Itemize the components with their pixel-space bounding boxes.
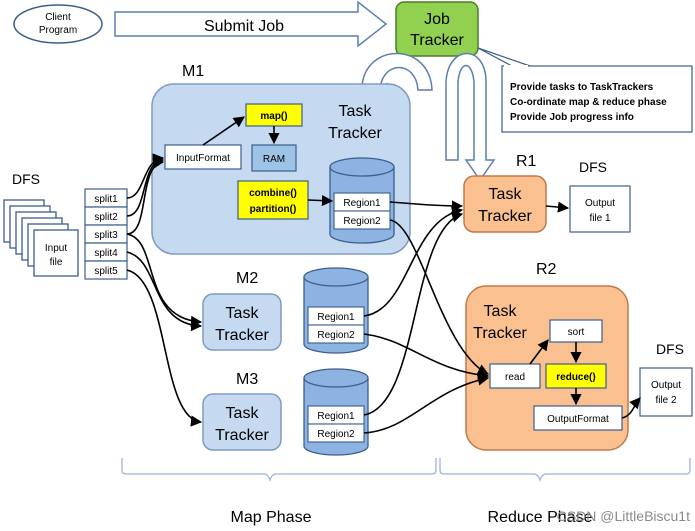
reduce-phase-label: Reduce Phase: [488, 509, 593, 526]
r2-tracker-label: Tracker: [473, 325, 527, 342]
input-format-box: [164, 144, 242, 170]
m2-task-label: Task: [226, 305, 260, 322]
job-tracker-callout: [501, 65, 693, 133]
watermark: CSDN @LittleBiscu1t: [557, 508, 690, 524]
r1-task-label: Task: [489, 186, 523, 203]
output-file-1: [569, 185, 631, 233]
m2-task-tracker-node: [202, 293, 282, 351]
callout-pointer: [477, 47, 531, 67]
m1-disk: [329, 157, 395, 244]
m3-region-label: Region2: [317, 429, 355, 440]
m2-tracker-label: Tracker: [215, 327, 269, 344]
callout-line-3: Provide Job progress info: [510, 112, 634, 123]
dfs-output2-label: DFS: [656, 341, 684, 357]
callout-line-2: Co-ordinate map & reduce phase: [510, 97, 667, 108]
r2-title: R2: [536, 261, 557, 278]
m3-region-label: Region1: [317, 411, 355, 422]
r1-tracker-label: Tracker: [478, 208, 532, 225]
r1-heartbeat-arrow: [445, 52, 496, 182]
m2-disk: [303, 267, 369, 354]
map-function-label: map(): [260, 111, 287, 122]
split-label: split2: [94, 212, 118, 223]
m1-tracker-label: Tracker: [328, 125, 382, 142]
m3-task-tracker-node: [202, 393, 282, 451]
m2-title: M2: [236, 270, 258, 287]
output-file-1-label-2: file 1: [589, 213, 611, 224]
combine-label: combine(): [249, 188, 297, 199]
r1-title: R1: [516, 153, 537, 170]
input-file-label-2: file: [50, 257, 63, 268]
m3-disk: [303, 368, 369, 456]
split-list: split1 split2 split3 split4 split5: [84, 188, 128, 280]
m1-task-label: Task: [339, 103, 373, 120]
combine-partition-box: [237, 180, 309, 220]
submit-job-arrow: [114, 0, 388, 48]
m3-task-label: Task: [226, 405, 260, 422]
input-file-label-1: Input: [45, 243, 67, 254]
r2-task-label: Task: [484, 303, 518, 320]
reduce-function-label: reduce(): [556, 372, 595, 383]
reduce-phase-brace: [439, 458, 691, 483]
client-program-label-1: Client: [45, 12, 71, 23]
dfs-input-label: DFS: [12, 171, 40, 187]
job-tracker-label-1: Job: [424, 11, 450, 28]
split-label: split1: [94, 194, 118, 205]
callout-line-1: Provide tasks to TaskTrackers: [510, 82, 654, 93]
m1-title: M1: [182, 63, 204, 80]
r1-task-tracker-node: [463, 175, 547, 233]
output-file-2: [639, 367, 693, 417]
partition-label: partition(): [250, 204, 297, 215]
job-tracker-node: [395, 1, 479, 57]
input-format-label: InputFormat: [176, 153, 230, 164]
output-file-2-label-2: file 2: [655, 395, 677, 406]
output-file-1-label-1: Output: [585, 198, 615, 209]
map-phase-brace: [121, 458, 437, 483]
split-label: split3: [94, 230, 118, 241]
m2-region-label: Region1: [317, 312, 355, 323]
m3-title: M3: [236, 371, 258, 388]
read-label: read: [505, 372, 525, 383]
sort-label: sort: [568, 327, 585, 338]
m1-region-label: Region1: [343, 198, 381, 209]
m3-tracker-label: Tracker: [215, 427, 269, 444]
split-label: split4: [94, 248, 118, 259]
client-program-label-2: Program: [39, 25, 77, 36]
split-label: split5: [94, 266, 118, 277]
ram-box: [251, 144, 297, 172]
job-tracker-label-2: Tracker: [410, 32, 464, 49]
output-format-label: OutputFormat: [547, 414, 609, 425]
output-format-box: [533, 405, 623, 431]
m1-region-label: Region2: [343, 216, 381, 227]
input-file-stack: [3, 199, 79, 277]
read-box: [489, 363, 541, 389]
dfs-output1-label: DFS: [579, 159, 607, 175]
ram-label: RAM: [263, 154, 285, 165]
output-file-2-label-1: Output: [651, 380, 681, 391]
m2-region-label: Region2: [317, 330, 355, 341]
client-program-node: [13, 4, 103, 44]
data-flow-connectors: [126, 116, 641, 434]
map-phase-label: Map Phase: [231, 509, 312, 526]
submit-job-label: Submit Job: [204, 18, 284, 35]
